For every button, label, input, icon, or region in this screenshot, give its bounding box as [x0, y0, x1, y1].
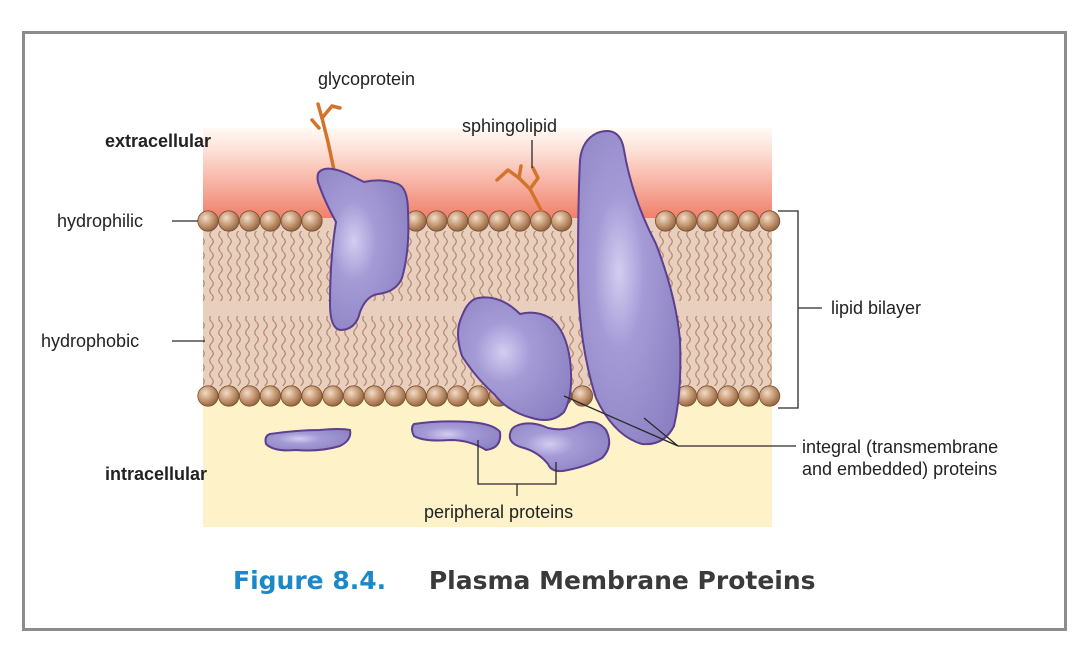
phospholipid-head	[738, 210, 760, 232]
phospholipid-head	[259, 210, 281, 232]
phospholipid-head	[301, 385, 323, 407]
phospholipid-head	[259, 385, 281, 407]
phospholipid-head	[758, 210, 781, 232]
peripheral-proteins-label: peripheral proteins	[424, 502, 574, 522]
phospholipid-head	[218, 210, 240, 232]
upper-phospholipid-heads	[197, 210, 781, 232]
phospholipid-head	[280, 385, 302, 407]
phospholipid-head	[550, 210, 573, 232]
hydrophilic-label: hydrophilic	[57, 211, 144, 231]
glycoprotein-label: glycoprotein	[318, 69, 416, 89]
phospholipid-head	[239, 385, 261, 407]
phospholipid-head	[509, 210, 531, 232]
phospholipid-head	[384, 385, 406, 407]
phospholipid-head	[363, 385, 385, 407]
upper-lipid-tails	[203, 231, 772, 301]
phospholipid-head	[696, 210, 718, 232]
phospholipid-head	[405, 385, 427, 407]
integral-proteins-label-line2: and embedded) proteins	[802, 458, 998, 479]
phospholipid-head	[218, 385, 240, 407]
hydrophobic-label: hydrophobic	[41, 331, 140, 351]
intracellular-label: intracellular	[105, 464, 208, 484]
phospholipid-head	[239, 210, 261, 232]
phospholipid-head	[280, 210, 302, 232]
phospholipid-head	[426, 210, 448, 232]
phospholipid-head	[446, 210, 469, 232]
phospholipid-head	[488, 210, 510, 232]
figure-title: Plasma Membrane Proteins	[428, 566, 816, 595]
lipid-bilayer-label: lipid bilayer	[831, 298, 922, 318]
phospholipid-head	[571, 385, 594, 407]
phospholipid-head	[738, 385, 760, 407]
intracellular-region	[203, 396, 772, 527]
integral-protein-left	[316, 167, 410, 332]
phospholipid-head	[758, 385, 781, 407]
phospholipid-head	[197, 210, 219, 232]
phospholipid-head	[696, 385, 718, 407]
integral-proteins-label: integral (transmembrane and embedded) pr…	[802, 437, 998, 481]
peripheral-protein-3	[508, 421, 611, 473]
phospholipid-head	[654, 210, 677, 232]
phospholipid-head	[301, 210, 323, 232]
phospholipid-head	[197, 385, 219, 407]
peripheral-protein-1	[264, 428, 352, 452]
phospholipid-head	[467, 210, 489, 232]
phospholipid-head	[675, 210, 698, 232]
phospholipid-head	[426, 385, 448, 407]
figure-number: Figure 8.4.	[233, 566, 387, 595]
figure-caption: Figure 8.4. Plasma Membrane Proteins	[233, 566, 816, 595]
phospholipid-head	[467, 385, 489, 407]
transmembrane-protein	[576, 130, 682, 446]
phospholipid-head	[530, 210, 552, 232]
phospholipid-head	[446, 385, 469, 407]
leader-lines	[172, 140, 822, 496]
sphingolipid-label: sphingolipid	[462, 116, 558, 136]
extracellular-region	[203, 128, 772, 220]
sphingolipid-carbohydrate	[495, 164, 543, 212]
phospholipid-head	[717, 385, 739, 407]
phospholipid-head	[322, 385, 344, 407]
phospholipid-head	[342, 385, 365, 407]
extracellular-label: extracellular	[105, 131, 212, 151]
phospholipid-head	[717, 210, 739, 232]
glycoprotein-carbohydrate-chain	[310, 102, 342, 172]
embedded-protein	[457, 296, 573, 421]
integral-proteins-label-line1: integral (transmembrane	[802, 437, 999, 457]
